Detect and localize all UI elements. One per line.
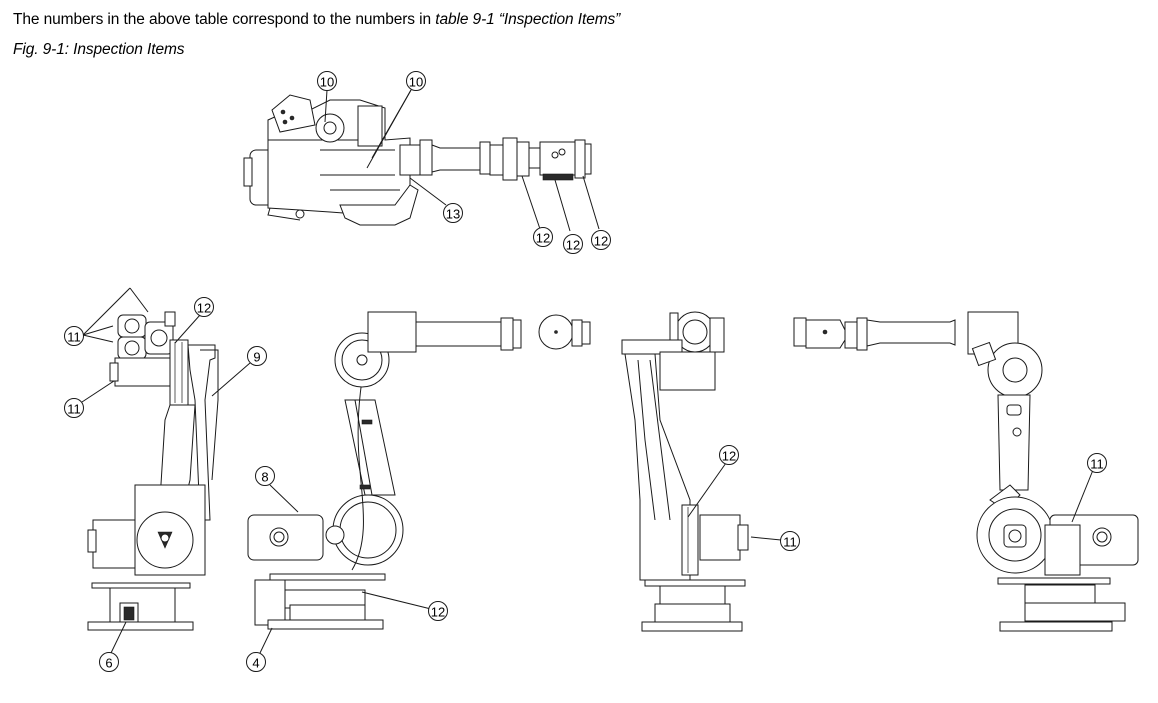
callout-10: 10 — [406, 71, 426, 91]
callout-label: 6 — [105, 656, 112, 671]
left-side-view — [247, 311, 591, 630]
callout-label: 12 — [431, 605, 445, 620]
top-view — [243, 94, 592, 226]
callout-12: 12 — [591, 230, 611, 250]
callout-4: 4 — [246, 652, 266, 672]
callout-8: 8 — [255, 466, 275, 486]
callout-11: 11 — [64, 398, 84, 418]
table-reference: table 9-1 “Inspection Items” — [435, 11, 621, 28]
callout-label: 12 — [566, 238, 580, 253]
callout-10: 10 — [317, 71, 337, 91]
callout-label: 10 — [409, 75, 423, 90]
intro-text: The numbers in the above table correspon… — [13, 11, 620, 29]
callout-11: 11 — [64, 326, 84, 346]
callout-11: 11 — [780, 531, 800, 551]
rear-view — [87, 311, 219, 631]
callout-11: 11 — [1087, 453, 1107, 473]
callout-12: 12 — [563, 234, 583, 254]
callout-label: 10 — [320, 75, 334, 90]
callout-12: 12 — [719, 445, 739, 465]
callout-label: 9 — [253, 350, 260, 365]
callout-label: 12 — [594, 234, 608, 249]
front-view — [621, 311, 749, 632]
figure-caption: Fig. 9-1: Inspection Items — [13, 41, 185, 58]
callout-label: 8 — [261, 470, 268, 485]
callout-label: 11 — [1090, 457, 1104, 472]
callouts: 10 10 13 12 12 12 11 12 9 11 6 8 12 4 12… — [64, 71, 1107, 672]
callout-12: 12 — [428, 601, 448, 621]
callout-13: 13 — [443, 203, 463, 223]
callout-label: 13 — [446, 207, 460, 222]
callout-label: 12 — [536, 231, 550, 246]
callout-label: 11 — [783, 535, 797, 550]
callout-9: 9 — [247, 346, 267, 366]
callout-12: 12 — [533, 227, 553, 247]
right-side-view — [793, 311, 1139, 632]
callout-label: 11 — [67, 330, 81, 345]
intro-prefix: The numbers in the above table correspon… — [13, 11, 436, 28]
callout-label: 12 — [197, 301, 211, 316]
callout-label: 12 — [722, 449, 736, 464]
callout-12: 12 — [194, 297, 214, 317]
callout-label: 11 — [67, 402, 81, 417]
callout-leaders — [81, 89, 1094, 654]
callout-label: 4 — [252, 656, 259, 671]
callout-6: 6 — [99, 652, 119, 672]
